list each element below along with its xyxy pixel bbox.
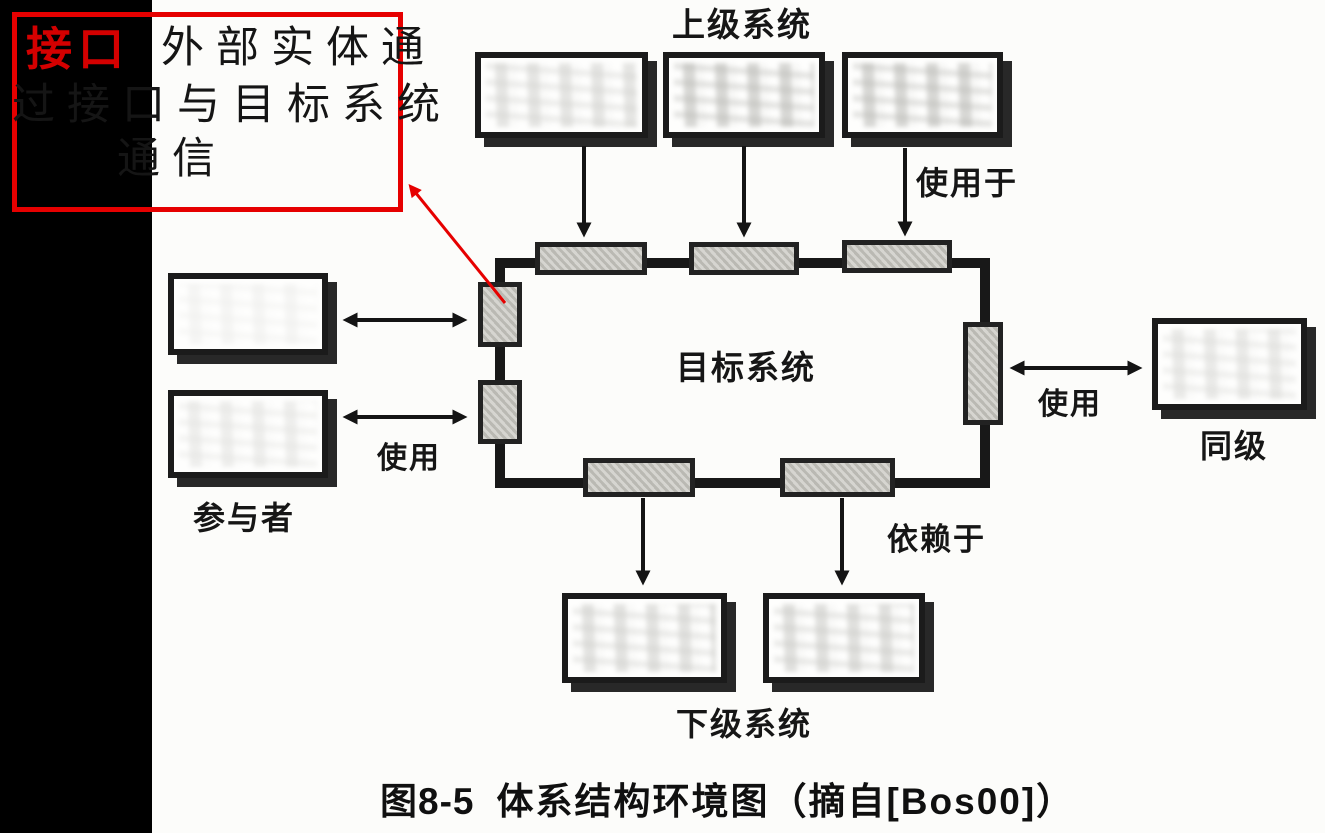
interface-block-left-1 [478, 282, 522, 347]
interface-callout [12, 12, 403, 212]
target-system-label: 目标系统 [676, 349, 816, 386]
superior-system-box-3 [842, 52, 1003, 138]
interface-block-left-2 [478, 380, 522, 444]
uses-label-right: 使用 [1038, 388, 1102, 421]
bleed-through-artifact [1163, 329, 1296, 399]
interface-block-top-1 [535, 242, 647, 275]
participant-box-1 [168, 273, 328, 355]
interface-block-bottom-2 [780, 458, 895, 497]
uses-label-left: 使用 [377, 442, 441, 475]
interface-block-bottom-1 [583, 458, 695, 497]
figure-number: 图8-5 [380, 781, 475, 822]
peer-box [1152, 318, 1307, 410]
participant-box-2 [168, 390, 328, 478]
superior-systems-label: 上级系统 [672, 6, 812, 43]
bleed-through-artifact [774, 604, 914, 672]
subordinate-system-box-2 [763, 593, 925, 683]
bleed-through-artifact [179, 284, 317, 344]
left-black-strip [0, 0, 152, 833]
bleed-through-artifact [573, 604, 716, 672]
callout-line-3: 通信 [117, 136, 227, 183]
figure-title: 体系结构环境图（摘自[Bos00]） [496, 781, 1076, 822]
participants-label: 参与者 [193, 500, 296, 536]
superior-system-box-2 [663, 52, 825, 138]
peer-label: 同级 [1200, 428, 1269, 464]
interface-block-top-3 [842, 240, 952, 273]
bleed-through-artifact [674, 63, 814, 127]
superior-system-box-1 [475, 52, 648, 138]
callout-keyword: 接口 [26, 24, 130, 75]
subordinate-system-box-1 [562, 593, 727, 683]
bleed-through-artifact [486, 63, 637, 127]
figure-caption: 图8-5 体系结构环境图（摘自[Bos00]） [380, 783, 1075, 820]
interface-block-right-1 [963, 322, 1003, 425]
bleed-through-artifact [853, 63, 992, 127]
used-by-label: 使用于 [916, 165, 1019, 201]
depends-on-label: 依赖于 [887, 522, 986, 557]
bleed-through-artifact [179, 401, 317, 467]
callout-line-1: 外部实体通 [161, 25, 436, 72]
callout-line-2: 过接口与目标系统 [12, 82, 452, 129]
interface-block-top-2 [689, 242, 799, 275]
subordinate-systems-label: 下级系统 [676, 706, 813, 742]
